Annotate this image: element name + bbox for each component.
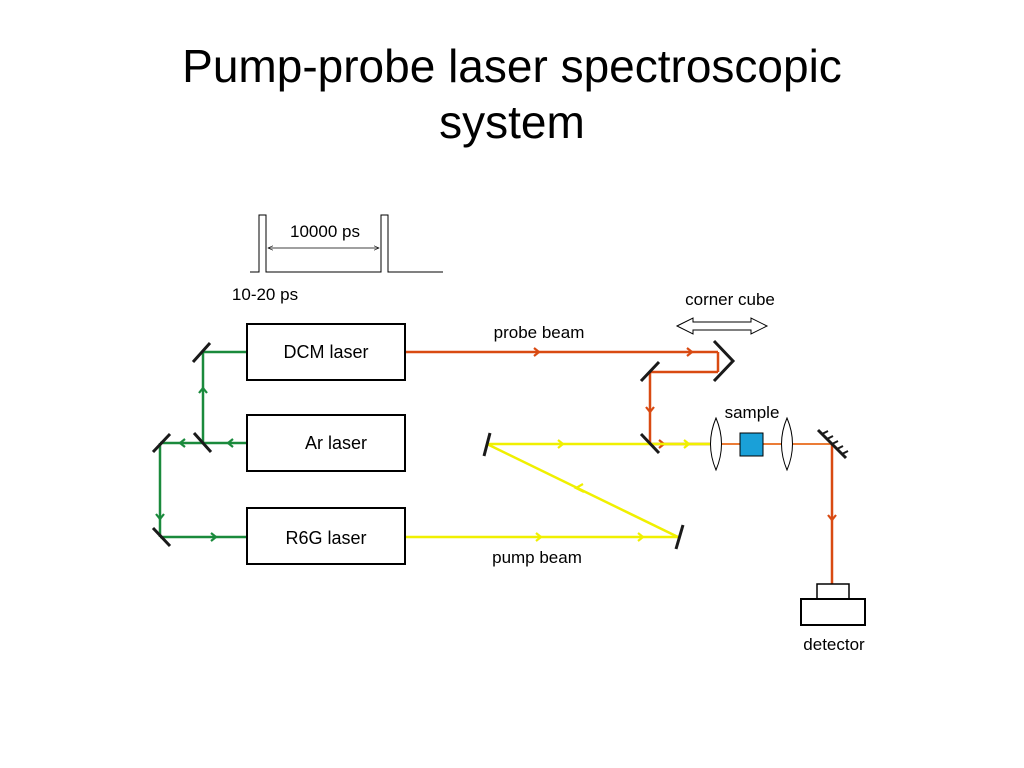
ar-laser-box: [246, 414, 406, 472]
grating-tooth: [836, 445, 844, 450]
grating-teeth: [821, 430, 849, 455]
arrow-pump-diagonal: [573, 483, 585, 493]
corner-cube: corner cube: [675, 290, 775, 383]
r6g-laser: R6G laser: [246, 507, 406, 565]
corner-cube-reflector: [712, 339, 736, 383]
ar-laser: Ar laser: [246, 414, 406, 472]
grating: [816, 428, 849, 460]
sample-label: sample: [725, 403, 780, 422]
beam-combiner: [639, 432, 661, 455]
mirror-r6g-feed: [151, 526, 172, 548]
lens-2: [781, 416, 793, 472]
mirror-pump-start: [482, 432, 492, 457]
pump-beam-path: [405, 442, 712, 539]
ar-laser-label: Ar laser: [305, 433, 367, 453]
arrow-probe-down-2: [827, 514, 837, 522]
arrow-pump-right-1: [535, 532, 543, 542]
sample-cuvette: [739, 432, 764, 457]
ar-beam-arrows: [155, 386, 234, 542]
lens-1: [710, 416, 722, 472]
grating-tooth: [826, 435, 834, 440]
pulse-width-label: 10-20 ps: [232, 285, 298, 304]
arrow-pump-right-3: [557, 439, 565, 449]
mirror-ar-left: [151, 432, 172, 454]
r6g-laser-box: [246, 507, 406, 565]
dcm-laser: DCM laser: [246, 323, 406, 381]
grating-tooth: [831, 440, 839, 445]
r6g-laser-label: R6G laser: [285, 528, 366, 548]
title-line-1: Pump-probe laser spectroscopic: [182, 40, 842, 92]
mirrors: [151, 341, 685, 550]
pump-beam-label: pump beam: [492, 548, 582, 567]
corner-cube-translation-arrow: [675, 317, 769, 335]
corner-cube-label: corner cube: [685, 290, 775, 309]
pump-beam-arrows: [535, 439, 691, 542]
grating-tooth: [821, 430, 829, 435]
arrow-ar-right: [210, 532, 218, 542]
arrow-probe-right-1: [533, 347, 541, 357]
arrow-probe-down-1: [645, 406, 655, 414]
pulse-waveform: [250, 214, 443, 273]
arrow-probe-right-2: [686, 347, 694, 357]
mirror-probe-down: [639, 360, 661, 383]
grating-tooth: [841, 450, 849, 455]
probe-beam-label: probe beam: [494, 323, 585, 342]
arrow-ar-left-1: [226, 438, 234, 448]
arrow-pump-right-4: [683, 439, 691, 449]
mirror-pump-turn: [674, 524, 685, 550]
ar-beam-path: [158, 350, 247, 539]
focusing-optics: sample: [710, 403, 793, 472]
title-line-2: system: [439, 96, 585, 148]
arrow-pump-right-2: [637, 532, 645, 542]
arrow-ar-down: [155, 513, 165, 521]
detector: detector: [800, 583, 866, 654]
page-title: Pump-probe laser spectroscopic system: [112, 38, 912, 150]
dcm-laser-label: DCM laser: [283, 342, 368, 362]
beam-splitter-ar: [192, 431, 213, 454]
mirror-dcm-feed: [191, 341, 212, 364]
dcm-laser-box: [246, 323, 406, 381]
arrow-ar-left-2: [178, 438, 186, 448]
probe-beam-path: [405, 350, 834, 584]
period-label: 10000 ps: [290, 222, 360, 241]
detector-window: [816, 583, 850, 601]
pulse-train: 10000 ps 10-20 ps: [232, 214, 443, 304]
detector-body: [800, 598, 866, 626]
arrow-ar-up: [198, 386, 208, 394]
detector-label: detector: [803, 635, 865, 654]
